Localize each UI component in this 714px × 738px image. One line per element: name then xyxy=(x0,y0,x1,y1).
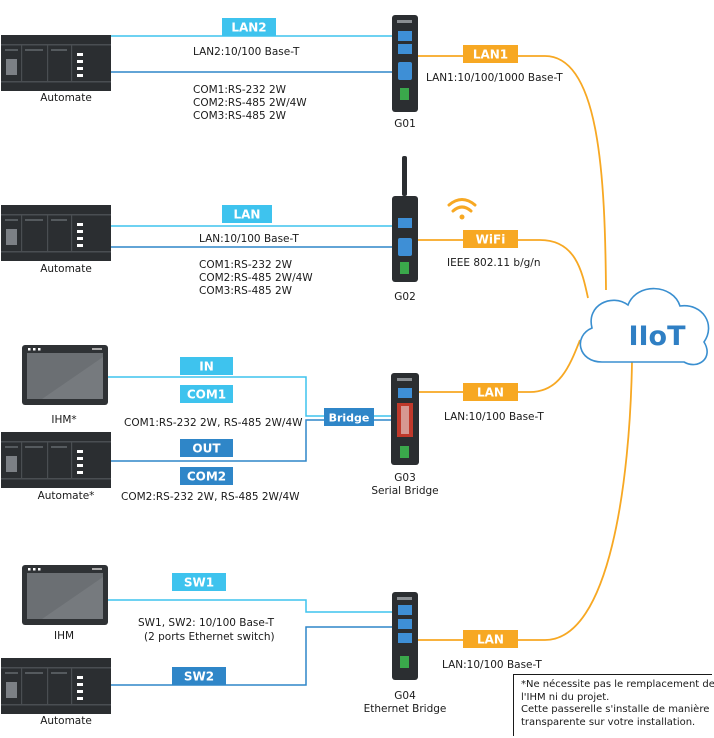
device-label: Automate* xyxy=(38,490,95,502)
cloud-label: IIoT xyxy=(628,321,686,352)
port-label: COM1:RS-232 2W xyxy=(193,84,287,96)
port-label: COM2:RS-232 2W, RS-485 2W/4W xyxy=(121,491,300,503)
port-label: LAN:10/100 Base-T xyxy=(444,411,544,423)
gateway-label: G03 xyxy=(394,472,416,484)
device-label: Automate xyxy=(40,715,92,727)
tag-lan: LAN xyxy=(234,208,261,222)
tag-wifi: WiFi xyxy=(476,233,506,247)
cloud-icon: IIoT xyxy=(579,287,710,366)
port-label: COM2:RS-485 2W/4W xyxy=(193,97,307,109)
port-label: COM3:RS-485 2W xyxy=(193,110,287,122)
tag-com1: COM1 xyxy=(187,388,226,402)
tag-com2: COM2 xyxy=(187,470,226,484)
port-label: COM3:RS-485 2W xyxy=(199,285,293,297)
hmi-icon xyxy=(22,565,108,625)
device-label: IHM xyxy=(54,630,74,642)
connection-lines xyxy=(108,35,633,686)
port-label: IEEE 802.11 b/g/n xyxy=(447,257,540,269)
device-label: Automate xyxy=(40,92,92,104)
port-label: LAN1:10/100/1000 Base-T xyxy=(426,72,563,84)
footnote: *Ne nécessite pas le remplacement de l'I… xyxy=(513,674,714,736)
device-label: IHM* xyxy=(51,414,76,426)
plc-icon xyxy=(1,432,111,488)
port-label: LAN2:10/100 Base-T xyxy=(193,46,300,58)
footnote-line: l'IHM ni du projet. xyxy=(521,691,610,703)
plc-icon xyxy=(1,205,111,261)
port-label: LAN:10/100 Base-T xyxy=(199,233,299,245)
plc-icon xyxy=(1,658,111,714)
gateway-subtitle: Serial Bridge xyxy=(371,485,438,497)
tag-lan1: LAN1 xyxy=(473,48,508,62)
port-label: (2 ports Ethernet switch) xyxy=(144,631,275,643)
tags: LAN2 LAN1 LAN WiFi IN COM1 OUT COM2 Brid… xyxy=(172,18,518,685)
footnote-line: Cette passerelle s'installe de manière xyxy=(521,704,710,715)
port-label: SW1, SW2: 10/100 Base-T xyxy=(138,617,275,629)
tag-lan: LAN xyxy=(477,386,504,400)
tag-sw1: SW1 xyxy=(184,576,214,590)
port-label: COM1:RS-232 2W, RS-485 2W/4W xyxy=(124,417,303,429)
footnote-line: *Ne nécessite pas le remplacement de xyxy=(521,679,714,690)
hmi-icon xyxy=(22,345,108,405)
tag-bridge: Bridge xyxy=(329,412,370,425)
gateway-label: G01 xyxy=(394,118,416,130)
gateway-subtitle: Ethernet Bridge xyxy=(364,703,447,715)
tag-sw2: SW2 xyxy=(184,670,214,684)
tag-in: IN xyxy=(199,360,214,374)
gateway-label: G04 xyxy=(394,690,416,702)
plc-icon xyxy=(1,35,111,91)
gateway-icon xyxy=(392,15,418,112)
port-label: LAN:10/100 Base-T xyxy=(442,659,542,671)
labels: Automate Automate IHM* Automate* IHM Aut… xyxy=(38,46,564,727)
gateway-icon xyxy=(392,156,418,282)
wifi-icon xyxy=(447,198,477,220)
tag-lan2: LAN2 xyxy=(231,21,266,35)
gateway-icon xyxy=(392,592,418,680)
tag-lan: LAN xyxy=(477,633,504,647)
tag-out: OUT xyxy=(192,442,221,456)
gateway-label: G02 xyxy=(394,291,416,303)
footnote-line: transparente sur votre installation. xyxy=(521,716,696,728)
gateway-icon xyxy=(391,373,419,465)
port-label: COM1:RS-232 2W xyxy=(199,259,293,271)
device-label: Automate xyxy=(40,263,92,275)
port-label: COM2:RS-485 2W/4W xyxy=(199,272,313,284)
